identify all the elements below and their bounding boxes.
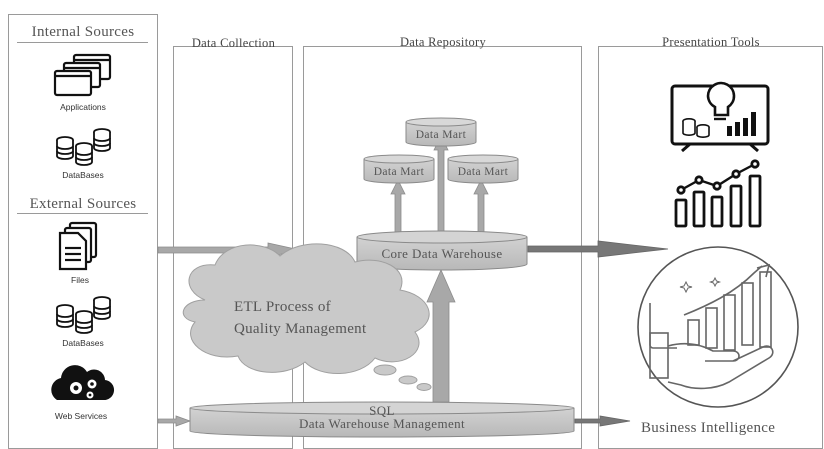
databases-label-external: DataBases xyxy=(62,338,104,348)
web-services-icon xyxy=(51,365,115,401)
data-mart-top-label: Data Mart xyxy=(415,129,467,141)
applications-label: Applications xyxy=(60,102,106,112)
internal-heading-rule xyxy=(17,42,148,43)
web-services-label: Web Services xyxy=(54,411,108,421)
etl-cloud xyxy=(182,243,432,391)
sql-label: SQL xyxy=(369,403,395,418)
external-heading-rule xyxy=(17,213,148,214)
core-data-warehouse-label: Core Data Warehouse xyxy=(381,246,503,261)
files-label: Files xyxy=(71,275,89,285)
data-mart-right xyxy=(447,154,519,184)
app-windows-icon xyxy=(53,53,112,97)
internal-sources-heading: Internal Sources xyxy=(31,24,135,40)
warehouse-management-cylinder xyxy=(189,401,575,438)
core-data-warehouse xyxy=(356,230,528,271)
arrow-core-to-presentation xyxy=(527,240,669,258)
files-icon xyxy=(58,221,98,271)
data-mart-left xyxy=(363,154,435,184)
data-mart-left-label: Data Mart xyxy=(373,166,425,178)
databases-label-internal: DataBases xyxy=(62,170,104,180)
arrow-core-to-marts xyxy=(390,135,489,233)
etl-cloud-line2: Quality Management xyxy=(234,321,367,337)
arrow-management-to-bi xyxy=(574,415,631,427)
presentation-tools-title: Presentation Tools xyxy=(662,35,760,49)
warehouse-management-label: Data Warehouse Management xyxy=(298,416,466,431)
arrow-management-to-core xyxy=(426,269,456,403)
monitor-lightbulb-icon xyxy=(670,81,770,153)
etl-cloud-line1: ETL Process of xyxy=(234,299,331,315)
database-icon xyxy=(56,128,111,166)
data-repository-title: Data Repository xyxy=(399,35,487,49)
data-mart-right-label: Data Mart xyxy=(457,166,509,178)
growth-hand-icon xyxy=(637,246,799,408)
data-mart-top xyxy=(405,117,477,147)
business-intelligence-label: Business Intelligence xyxy=(641,420,776,436)
external-sources-heading: External Sources xyxy=(29,196,137,212)
database-icon xyxy=(56,296,111,334)
arrow-web-to-management xyxy=(157,415,192,427)
bar-chart-icon xyxy=(674,159,762,228)
data-collection-title: Data Collection xyxy=(191,36,276,50)
